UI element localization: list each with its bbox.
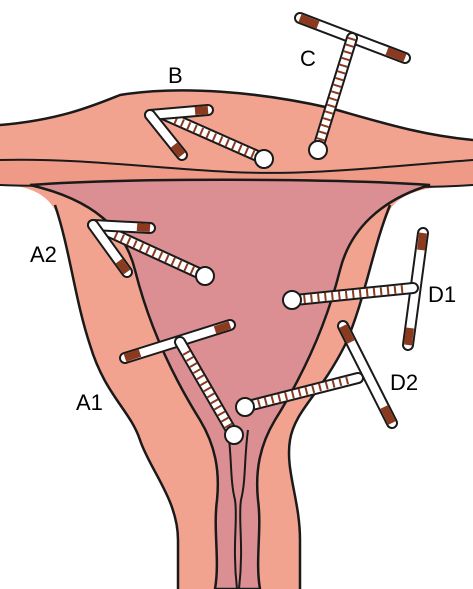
label-a1: A1 [76, 390, 103, 415]
label-a2: A2 [30, 242, 57, 267]
label-d2: D2 [390, 370, 418, 395]
label-d1: D1 [428, 282, 456, 307]
label-c: C [300, 46, 316, 71]
label-b: B [168, 63, 183, 88]
